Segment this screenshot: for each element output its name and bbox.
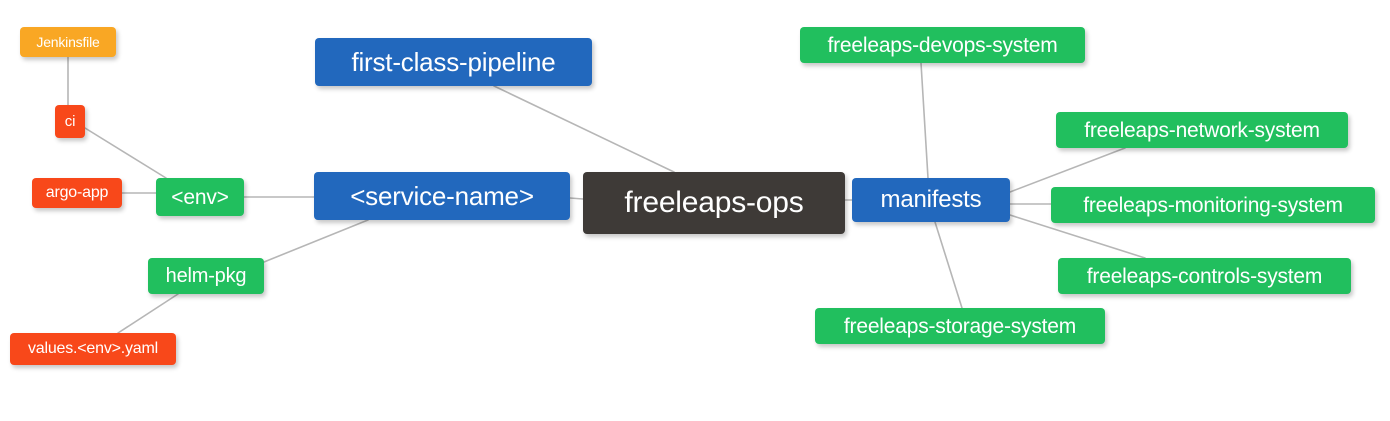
node-env[interactable]: <env> bbox=[156, 178, 244, 216]
node-label: <service-name> bbox=[350, 181, 534, 211]
node-label: freeleaps-storage-system bbox=[843, 314, 1077, 338]
edge-freeleaps-ops-to-service-name bbox=[569, 197, 584, 200]
node-label: values.<env>.yaml bbox=[27, 340, 158, 357]
node-jenkinsfile[interactable]: Jenkinsfile bbox=[20, 27, 116, 57]
node-argo-app[interactable]: argo-app bbox=[32, 178, 122, 208]
edge-manifests-to-freeleaps-devops-system bbox=[920, 62, 929, 179]
node-label: Jenkinsfile bbox=[36, 34, 100, 50]
edge-env-to-ci bbox=[84, 127, 167, 179]
node-ci[interactable]: ci bbox=[55, 105, 85, 138]
node-service-name[interactable]: <service-name> bbox=[314, 172, 570, 220]
node-freeleaps-controls-system[interactable]: freeleaps-controls-system bbox=[1058, 258, 1351, 294]
node-freeleaps-monitoring-system[interactable]: freeleaps-monitoring-system bbox=[1051, 187, 1375, 223]
node-label: argo-app bbox=[45, 184, 109, 201]
node-label: ci bbox=[64, 113, 76, 130]
node-label: freeleaps-ops bbox=[624, 186, 804, 219]
edge-manifests-to-freeleaps-storage-system bbox=[934, 221, 963, 309]
edge-freeleaps-ops-to-first-class-pipeline bbox=[493, 85, 675, 173]
node-first-class-pipeline[interactable]: first-class-pipeline bbox=[315, 38, 592, 86]
node-label: manifests bbox=[880, 186, 982, 213]
node-helm-pkg[interactable]: helm-pkg bbox=[148, 258, 264, 294]
node-freeleaps-ops[interactable]: freeleaps-ops bbox=[583, 172, 845, 234]
node-freeleaps-network-system[interactable]: freeleaps-network-system bbox=[1056, 112, 1348, 148]
node-label: freeleaps-devops-system bbox=[827, 33, 1058, 57]
edge-service-name-to-helm-pkg bbox=[263, 219, 369, 263]
node-freeleaps-devops-system[interactable]: freeleaps-devops-system bbox=[800, 27, 1085, 63]
edge-manifests-to-freeleaps-network-system bbox=[1009, 147, 1126, 193]
node-values-env-yaml[interactable]: values.<env>.yaml bbox=[10, 333, 176, 365]
node-label: helm-pkg bbox=[165, 265, 247, 287]
node-manifests[interactable]: manifests bbox=[852, 178, 1010, 222]
node-label: freeleaps-monitoring-system bbox=[1083, 193, 1343, 217]
node-freeleaps-storage-system[interactable]: freeleaps-storage-system bbox=[815, 308, 1105, 344]
edge-helm-pkg-to-values-env-yaml bbox=[117, 293, 179, 334]
node-label: <env> bbox=[171, 185, 229, 209]
node-label: first-class-pipeline bbox=[351, 47, 556, 77]
node-label: freeleaps-network-system bbox=[1084, 118, 1320, 142]
node-label: freeleaps-controls-system bbox=[1086, 264, 1323, 288]
